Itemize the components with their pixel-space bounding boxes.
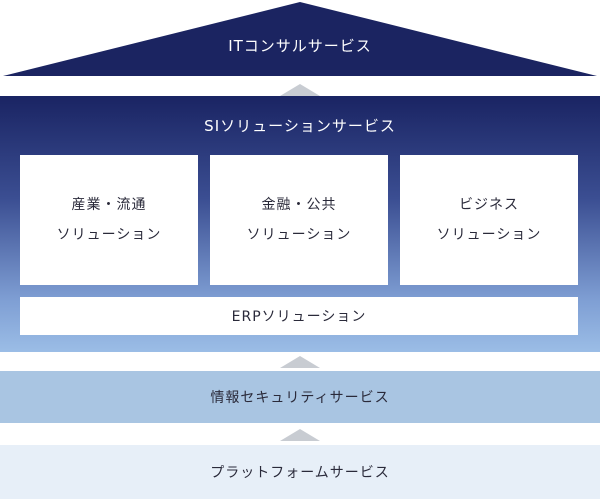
business-solution-box: ビジネス ソリューション — [400, 155, 578, 285]
finance-public-solution-box: 金融・公共 ソリューション — [210, 155, 388, 285]
security-service-layer: 情報セキュリティサービス — [0, 371, 600, 423]
solution-label-line2: ソリューション — [56, 227, 162, 243]
si-solution-title: SIソリューションサービス — [204, 117, 396, 135]
industry-distribution-solution-box: 産業・流通 ソリューション — [20, 155, 198, 285]
arrow-up-icon — [280, 356, 320, 368]
arrow-up-icon — [280, 84, 320, 96]
arrow-up-icon — [280, 429, 320, 441]
solution-label-line1: 金融・公共 — [261, 197, 337, 213]
platform-service-layer: プラットフォームサービス — [0, 445, 600, 499]
solution-label-line2: ソリューション — [246, 227, 352, 243]
erp-solution-box: ERPソリューション — [20, 297, 578, 335]
solution-label-line1: ビジネス — [458, 197, 519, 213]
it-consulting-title: ITコンサルサービス — [228, 37, 372, 55]
roof-shape — [3, 2, 597, 76]
solution-label-line2: ソリューション — [436, 227, 542, 243]
solution-label-line1: 産業・流通 — [71, 197, 147, 213]
